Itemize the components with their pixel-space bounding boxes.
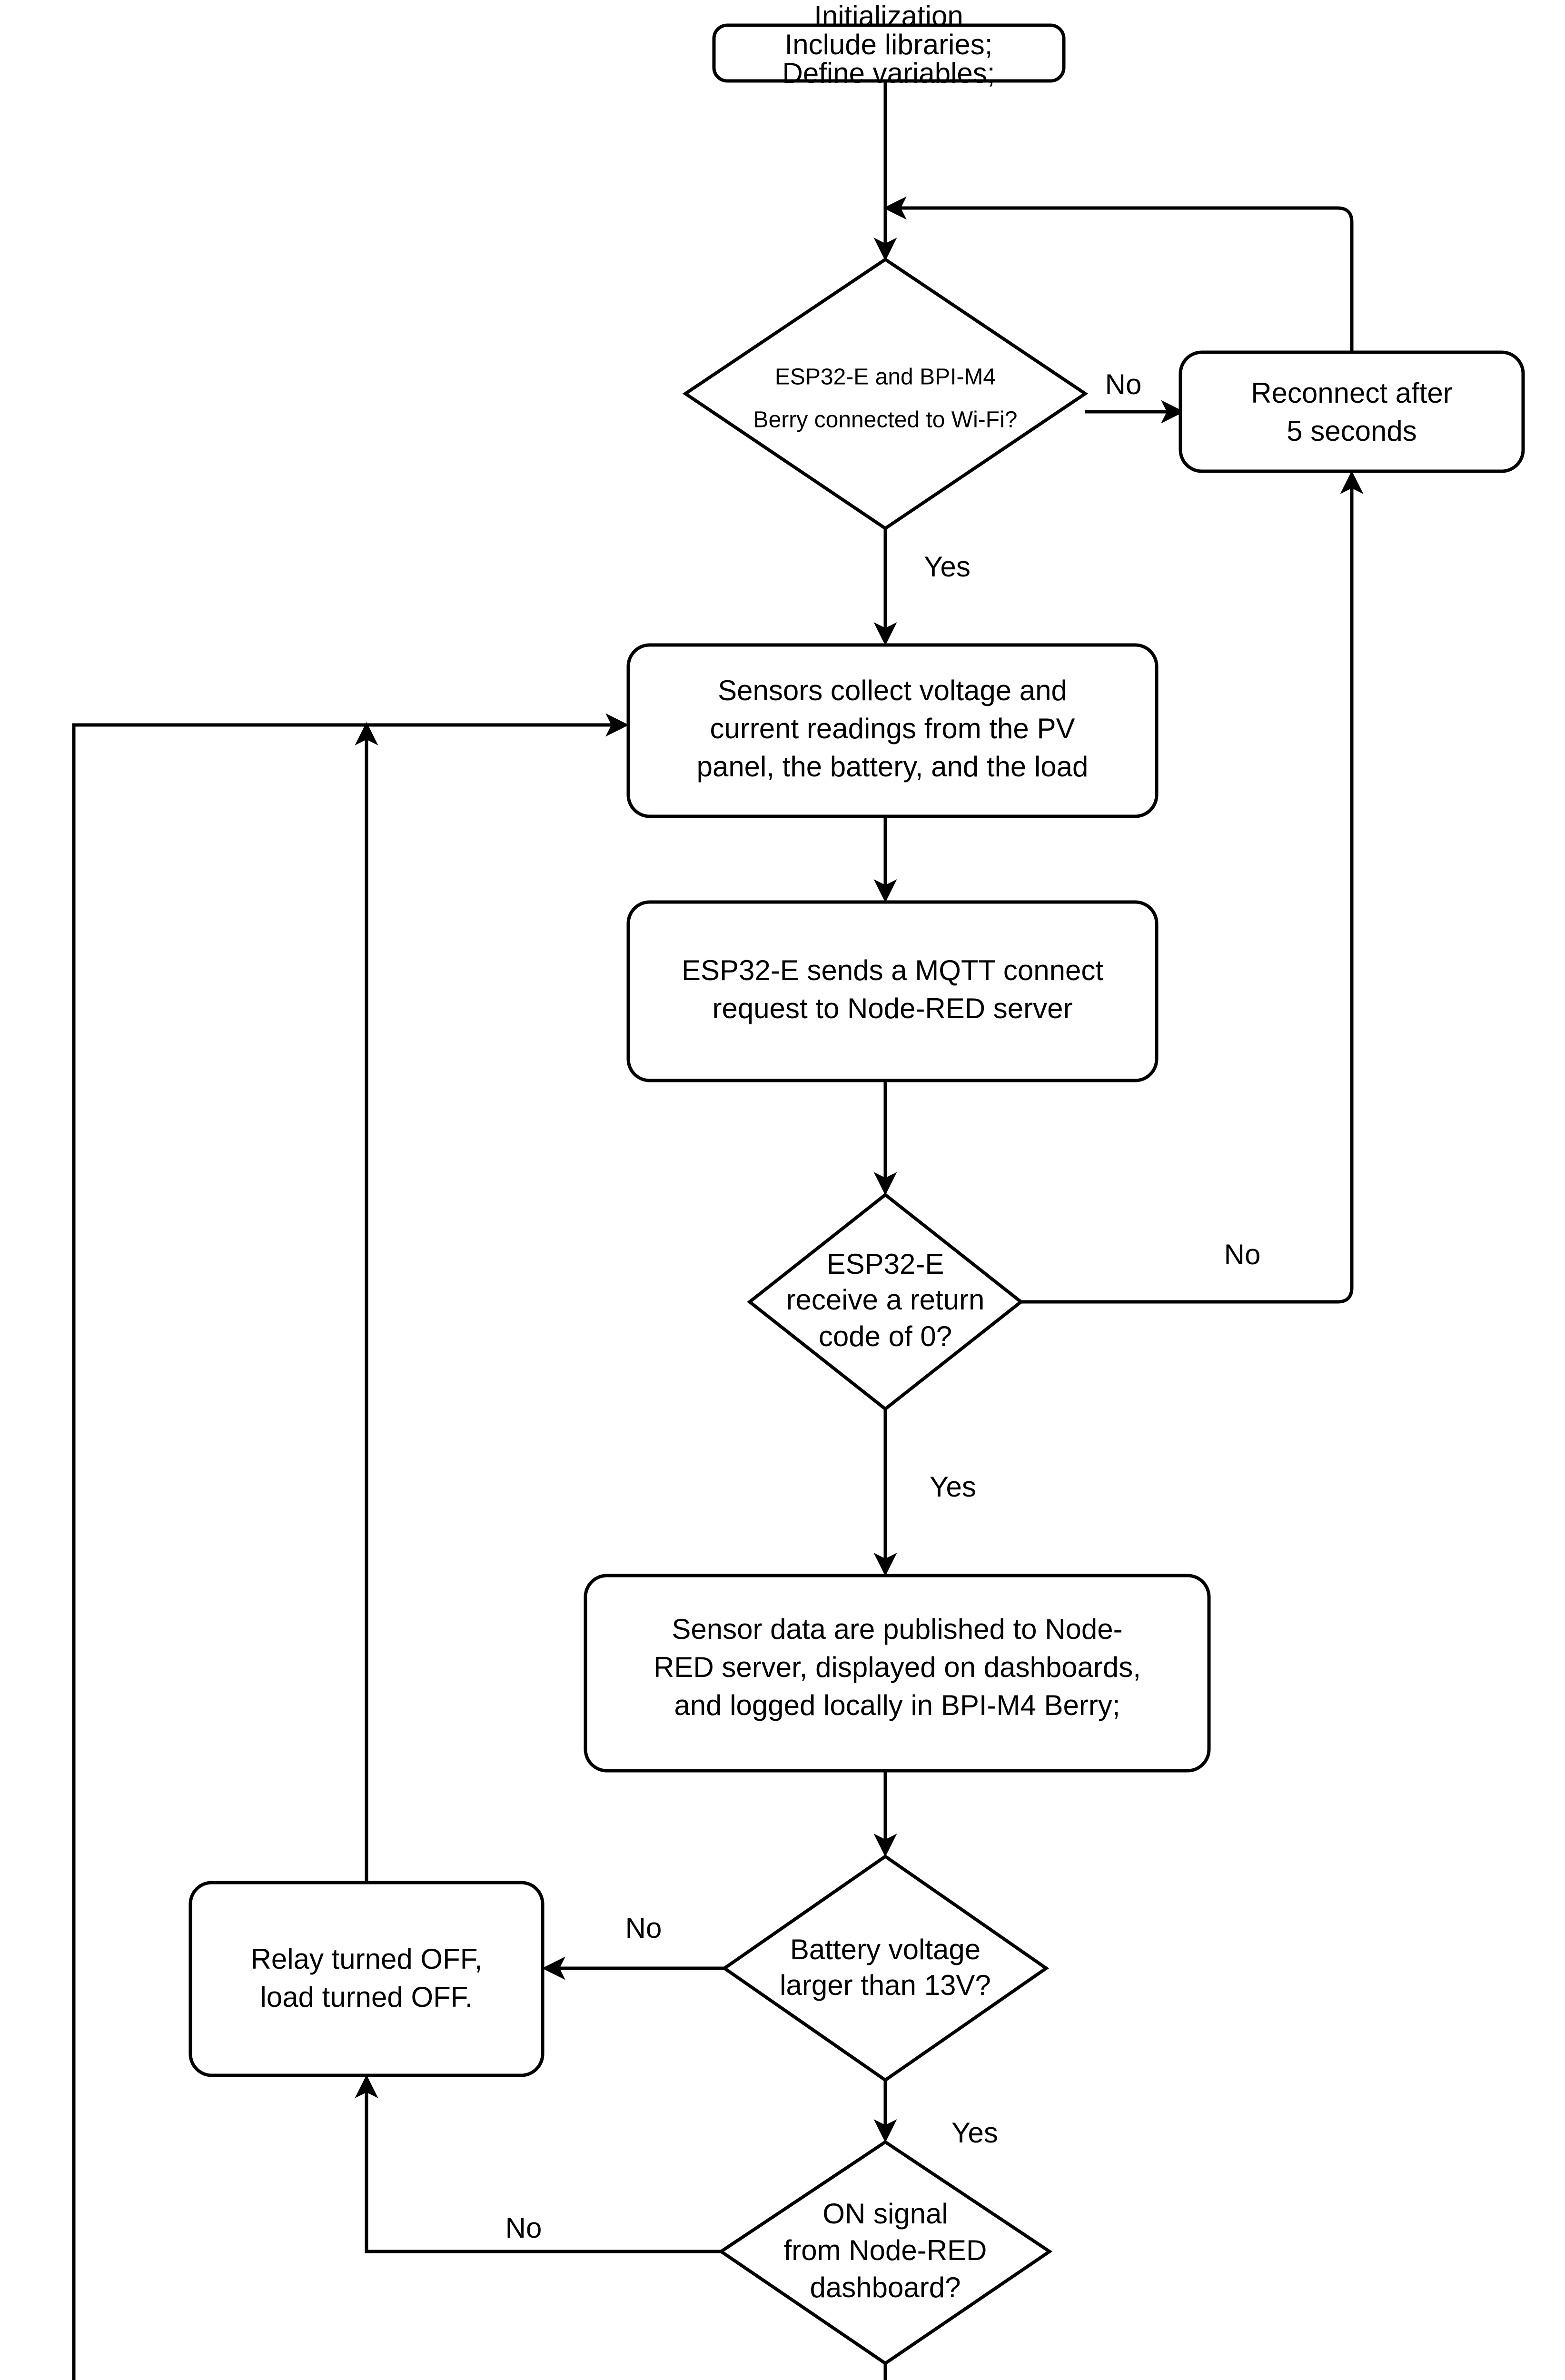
node-battery-line-0: Battery voltage [790, 1934, 981, 1965]
edge-label-wifi-yes: Yes [924, 551, 971, 583]
node-publish-line-0: Sensor data are published to Node- [672, 1613, 1122, 1645]
edge-label-battery-yes: Yes [951, 2117, 998, 2149]
node-relay-off-line-0: Relay turned OFF, [251, 1943, 483, 1975]
node-wifi-check-shape[interactable] [682, 257, 1089, 531]
edge-relayon-to-sensors [72, 713, 629, 2380]
node-onsignal-line-0: ON signal [822, 2198, 948, 2230]
node-onsignal-shape[interactable] [718, 2140, 1053, 2366]
node-returncode-line-0: ESP32-E [827, 1248, 944, 1280]
node-wifi-check-line-0: ESP32-E and BPI-M4 [775, 365, 996, 390]
node-reconnect-line-1: 5 seconds [1287, 415, 1417, 447]
node-init-line-1: Include libraries; [785, 29, 993, 60]
edge-label-battery-no: No [625, 1912, 662, 1944]
node-publish-line-1: RED server, displayed on dashboards, [654, 1651, 1141, 1683]
edge-label-return-no: No [1224, 1239, 1261, 1270]
node-onsignal-line-1: from Node-RED [784, 2234, 987, 2266]
node-relay-off-shape[interactable] [188, 1881, 545, 2077]
node-publish-shape[interactable] [584, 1574, 1211, 1773]
edge-reconnect-to-wifi-top [883, 196, 1354, 352]
node-reconnect-shape[interactable] [1179, 350, 1525, 473]
node-battery-shape[interactable] [721, 1854, 1050, 2082]
node-reconnect-line-0: Reconnect after [1251, 377, 1453, 409]
node-init-line-0: Initialization [814, 0, 963, 32]
node-mqtt-line-1: request to Node-RED server [713, 992, 1073, 1024]
node-publish-line-2: and logged locally in BPI-M4 Berry; [674, 1689, 1120, 1721]
node-sensors-line-2: panel, the battery, and the load [697, 751, 1089, 783]
node-init-line-2: Define variables; [782, 57, 995, 89]
node-init-shape[interactable] [712, 23, 1066, 83]
edge-returncode-no-to-reconnect [1021, 470, 1364, 1304]
edge-label-wifi-no: No [1105, 368, 1142, 400]
edge-label-return-yes: Yes [930, 1471, 976, 1503]
edge-label-signal-no: No [505, 2212, 542, 2244]
node-battery-line-1: larger than 13V? [780, 1969, 991, 2001]
node-sensors-shape[interactable] [626, 643, 1159, 818]
node-mqtt-line-0: ESP32-E sends a MQTT connect [682, 954, 1103, 986]
node-wifi-check-line-1: Berry connected to Wi-Fi? [753, 407, 1018, 433]
node-returncode-line-1: receive a return [786, 1284, 985, 1316]
node-sensors-line-1: current readings from the PV [710, 713, 1075, 744]
node-returncode-line-2: code of 0? [819, 1320, 952, 1352]
edge-onsignal-no-to-relayoff [355, 2074, 723, 2253]
node-onsignal-line-2: dashboard? [810, 2271, 961, 2303]
node-relay-off-line-1: load turned OFF. [260, 1981, 473, 2013]
node-sensors-line-0: Sensors collect voltage and [718, 674, 1067, 706]
node-mqtt-shape[interactable] [626, 900, 1159, 1082]
node-returncode-shape[interactable] [747, 1192, 1024, 1411]
